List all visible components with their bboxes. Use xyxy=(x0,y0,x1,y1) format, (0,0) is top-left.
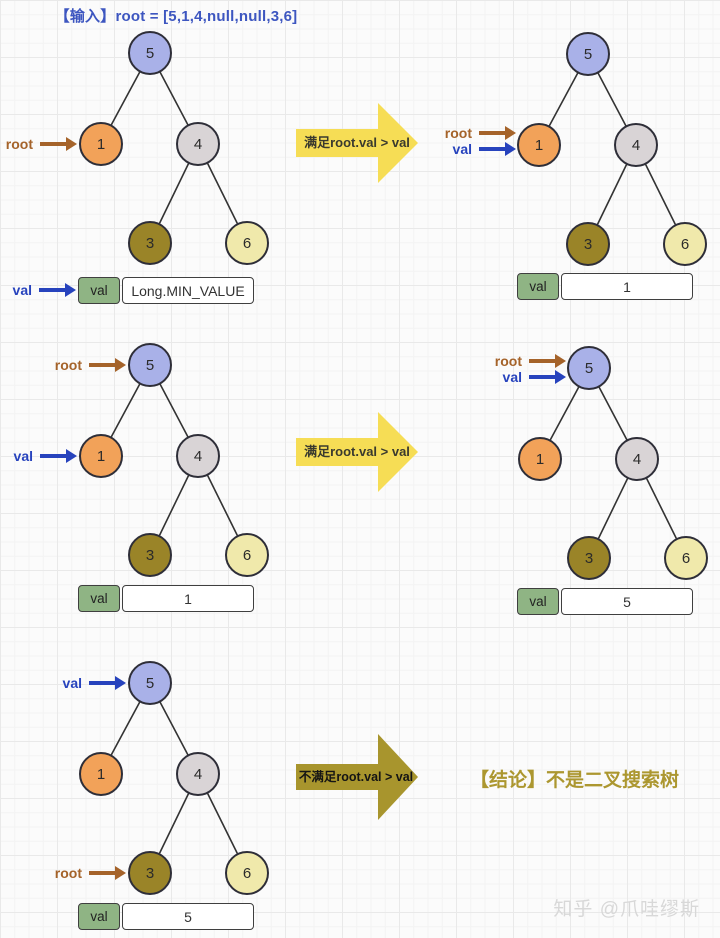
transition-text-row2: 满足root.val > val xyxy=(304,444,410,459)
root-pointer: root xyxy=(5,134,77,154)
tree-node-4: 4 xyxy=(176,122,220,166)
val-box-value: 5 xyxy=(561,588,693,615)
root-pointer: root xyxy=(54,355,126,375)
root-pointer-label: root xyxy=(5,136,33,152)
tree-node-1: 1 xyxy=(79,434,123,478)
tree-node-5: 5 xyxy=(128,343,172,387)
right-arrow-icon xyxy=(529,370,566,384)
input-title: 【输入】root = [5,1,4,null,null,3,6] xyxy=(54,8,298,25)
tree-node-1: 1 xyxy=(518,437,562,481)
val-pointer-label: val xyxy=(452,141,472,157)
root-pointer-label: root xyxy=(54,357,82,373)
tree-node-3: 3 xyxy=(128,533,172,577)
right-arrow-icon xyxy=(89,358,126,372)
val-pointer: val xyxy=(13,446,77,466)
val-box-row1-left: val Long.MIN_VALUE xyxy=(78,277,254,304)
val-box-tag: val xyxy=(517,588,559,615)
right-arrow-icon xyxy=(40,137,77,151)
right-arrow-icon xyxy=(529,354,566,368)
val-pointer-label: val xyxy=(502,369,522,385)
transition-arrow-row1-icon xyxy=(296,103,418,183)
val-box-value: Long.MIN_VALUE xyxy=(122,277,254,304)
val-box-tag: val xyxy=(78,277,120,304)
val-pointer-label: val xyxy=(13,448,33,464)
val-box-tag: val xyxy=(78,585,120,612)
tree-node-4: 4 xyxy=(614,123,658,167)
val-box-row3-left: val 5 xyxy=(78,903,254,930)
tree-node-6: 6 xyxy=(225,221,269,265)
root-pointer-label: root xyxy=(494,353,522,369)
transition-arrow-row3-icon xyxy=(296,734,418,820)
val-pointer-label: val xyxy=(62,675,82,691)
right-arrow-icon xyxy=(479,142,516,156)
right-arrow-icon xyxy=(40,449,77,463)
right-arrow-icon xyxy=(89,676,126,690)
val-pointer: val xyxy=(502,367,566,387)
tree-row1-left: 5 1 4 3 6 xyxy=(79,29,279,269)
val-box-row2-left: val 1 xyxy=(78,585,254,612)
tree-node-3: 3 xyxy=(566,222,610,266)
root-pointer: root xyxy=(444,123,516,143)
right-arrow-icon xyxy=(479,126,516,140)
tree-node-1: 1 xyxy=(79,752,123,796)
tree-node-6: 6 xyxy=(663,222,707,266)
tree-node-6: 6 xyxy=(225,533,269,577)
conclusion-text: 【结论】不是二叉搜索树 xyxy=(470,770,680,791)
transition-text-row3: 不满足root.val > val xyxy=(298,770,414,784)
val-pointer: val xyxy=(62,673,126,693)
tree-node-5: 5 xyxy=(567,346,611,390)
val-box-row2-right: val 5 xyxy=(517,588,693,615)
tree-node-6: 6 xyxy=(664,536,708,580)
val-box-tag: val xyxy=(78,903,120,930)
val-box-value: 5 xyxy=(122,903,254,930)
root-pointer-label: root xyxy=(54,865,82,881)
tree-row1-right: 5 1 4 3 6 xyxy=(517,30,717,270)
val-pointer: val xyxy=(452,139,516,159)
tree-node-3: 3 xyxy=(128,851,172,895)
val-box-row1-right: val 1 xyxy=(517,273,693,300)
val-box-tag: val xyxy=(517,273,559,300)
tree-node-1: 1 xyxy=(79,122,123,166)
transition-text-row1: 满足root.val > val xyxy=(304,135,410,150)
tree-node-5: 5 xyxy=(128,31,172,75)
root-pointer: root xyxy=(54,863,126,883)
tree-node-4: 4 xyxy=(176,434,220,478)
right-arrow-icon xyxy=(39,283,76,297)
tree-row2-right: 5 1 4 3 6 xyxy=(518,344,718,584)
tree-node-3: 3 xyxy=(567,536,611,580)
tree-node-1: 1 xyxy=(517,123,561,167)
val-box-value: 1 xyxy=(122,585,254,612)
tree-node-5: 5 xyxy=(566,32,610,76)
root-pointer-label: root xyxy=(444,125,472,141)
transition-arrow-row2-icon xyxy=(296,412,418,492)
watermark: 知乎 @爪哇缪斯 xyxy=(553,899,700,920)
tree-row2-left: 5 1 4 3 6 xyxy=(79,341,279,581)
val-box-value: 1 xyxy=(561,273,693,300)
val-pointer: val xyxy=(12,280,76,300)
val-pointer-label: val xyxy=(12,282,32,298)
right-arrow-icon xyxy=(89,866,126,880)
tree-node-6: 6 xyxy=(225,851,269,895)
tree-node-4: 4 xyxy=(615,437,659,481)
tree-node-3: 3 xyxy=(128,221,172,265)
root-pointer: root xyxy=(494,351,566,371)
tree-row3-left: 5 1 4 3 6 xyxy=(79,659,279,899)
tree-node-5: 5 xyxy=(128,661,172,705)
tree-node-4: 4 xyxy=(176,752,220,796)
